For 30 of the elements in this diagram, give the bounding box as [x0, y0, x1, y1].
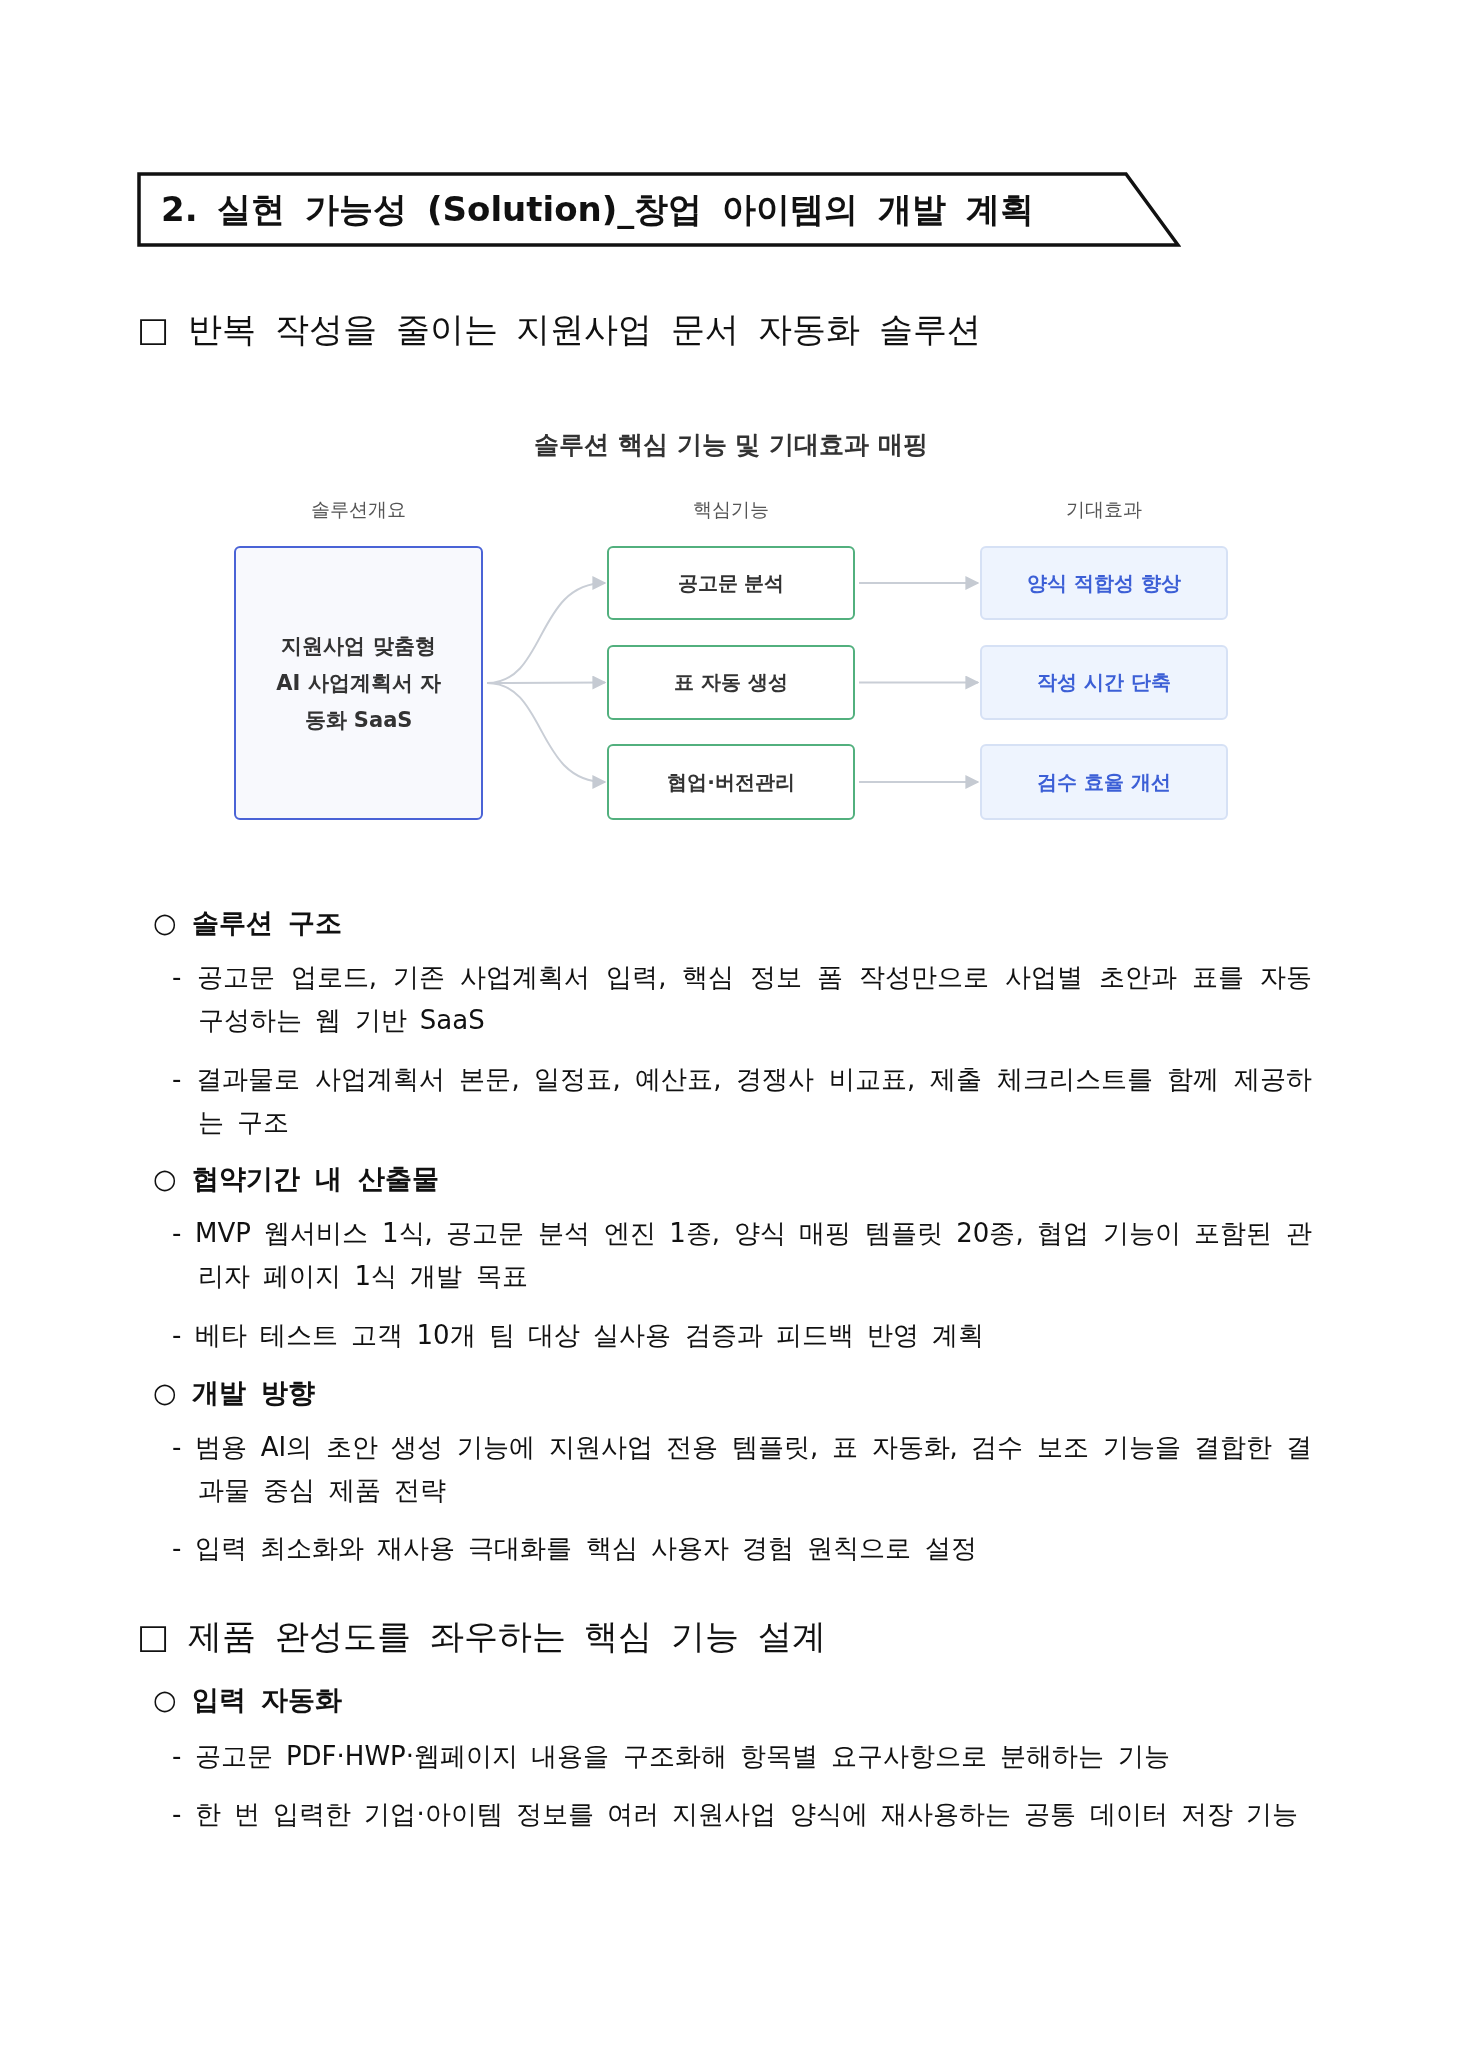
feature-box: 협업·버전관리: [607, 744, 855, 820]
bullet-text: - MVP 웹서비스 1식, 공고문 분석 엔진 1종, 양식 매핑 템플릿 20종, 협업 기능이 포함된 관리자 페이지 1식 개발 목표: [172, 1217, 1312, 1293]
bullet-text: - 한 번 입력한 기업·아이템 정보를 여러 지원사업 양식에 재사용하는 공통 데이터 저장 기능: [172, 1798, 1300, 1831]
section-heading: □ 제품 완성도를 좌우하는 핵심 기능 설계: [137, 1615, 827, 1658]
effect-box: 검수 효율 개선: [980, 744, 1228, 820]
bullet-text: - 결과물로 사업계획서 본문, 일정표, 예산표, 경쟁사 비교표, 제출 체크리스트를 함께 제공하는 구조: [172, 1063, 1312, 1139]
bullet-text: - 공고문 PDF·HWP·웹페이지 내용을 구조화해 항목별 요구사항으로 분해하는 기능: [172, 1740, 1171, 1773]
bullet-text: - 범용 AI의 초안 생성 기능에 지원사업 전용 템플릿, 표 자동화, 검수 보조 기능을 결합한 결과물 중심 제품 전략: [172, 1431, 1312, 1507]
subheading: ○ 입력 자동화: [153, 1683, 344, 1717]
overview-box: 지원사업 맞춤형 AI 사업계획서 자동화 SaaS: [234, 546, 483, 820]
effect-box: 양식 적합성 향상: [980, 546, 1228, 620]
subheading: ○ 개발 방향: [153, 1376, 317, 1410]
effect-box: 작성 시간 단축: [980, 645, 1228, 720]
feature-box: 공고문 분석: [607, 546, 855, 620]
subheading: ○ 협약기간 내 산출물: [153, 1162, 440, 1196]
column-header: 핵심기능: [693, 497, 769, 522]
bullet-text: - 공고문 업로드, 기존 사업계획서 입력, 핵심 정보 폼 작성만으로 사업별 초안과 표를 자동 구성하는 웹 기반 SaaS: [172, 961, 1312, 1037]
section-banner: 2. 실현 가능성 (Solution)_창업 아이템의 개발 계획: [137, 172, 1181, 247]
arrow: [486, 682, 607, 788]
column-header: 솔루션개요: [310, 497, 406, 522]
diagram-title: 솔루션 핵심 기능 및 기대효과 매핑: [534, 429, 928, 461]
arrow: [858, 775, 980, 789]
arrow: [858, 675, 980, 690]
column-header: 기대효과: [1066, 497, 1142, 522]
bullet-text: - 입력 최소화와 재사용 극대화를 핵심 사용자 경험 원칙으로 설정: [172, 1532, 978, 1565]
bullet-text: - 베타 테스트 고객 10개 팀 대상 실사용 검증과 피드백 반영 계획: [172, 1319, 986, 1352]
arrow: [858, 576, 980, 590]
section-heading: □ 반복 작성을 줄이는 지원사업 문서 자동화 솔루션: [137, 308, 982, 351]
subheading: ○ 솔루션 구조: [153, 906, 344, 940]
feature-box: 표 자동 생성: [607, 645, 855, 720]
